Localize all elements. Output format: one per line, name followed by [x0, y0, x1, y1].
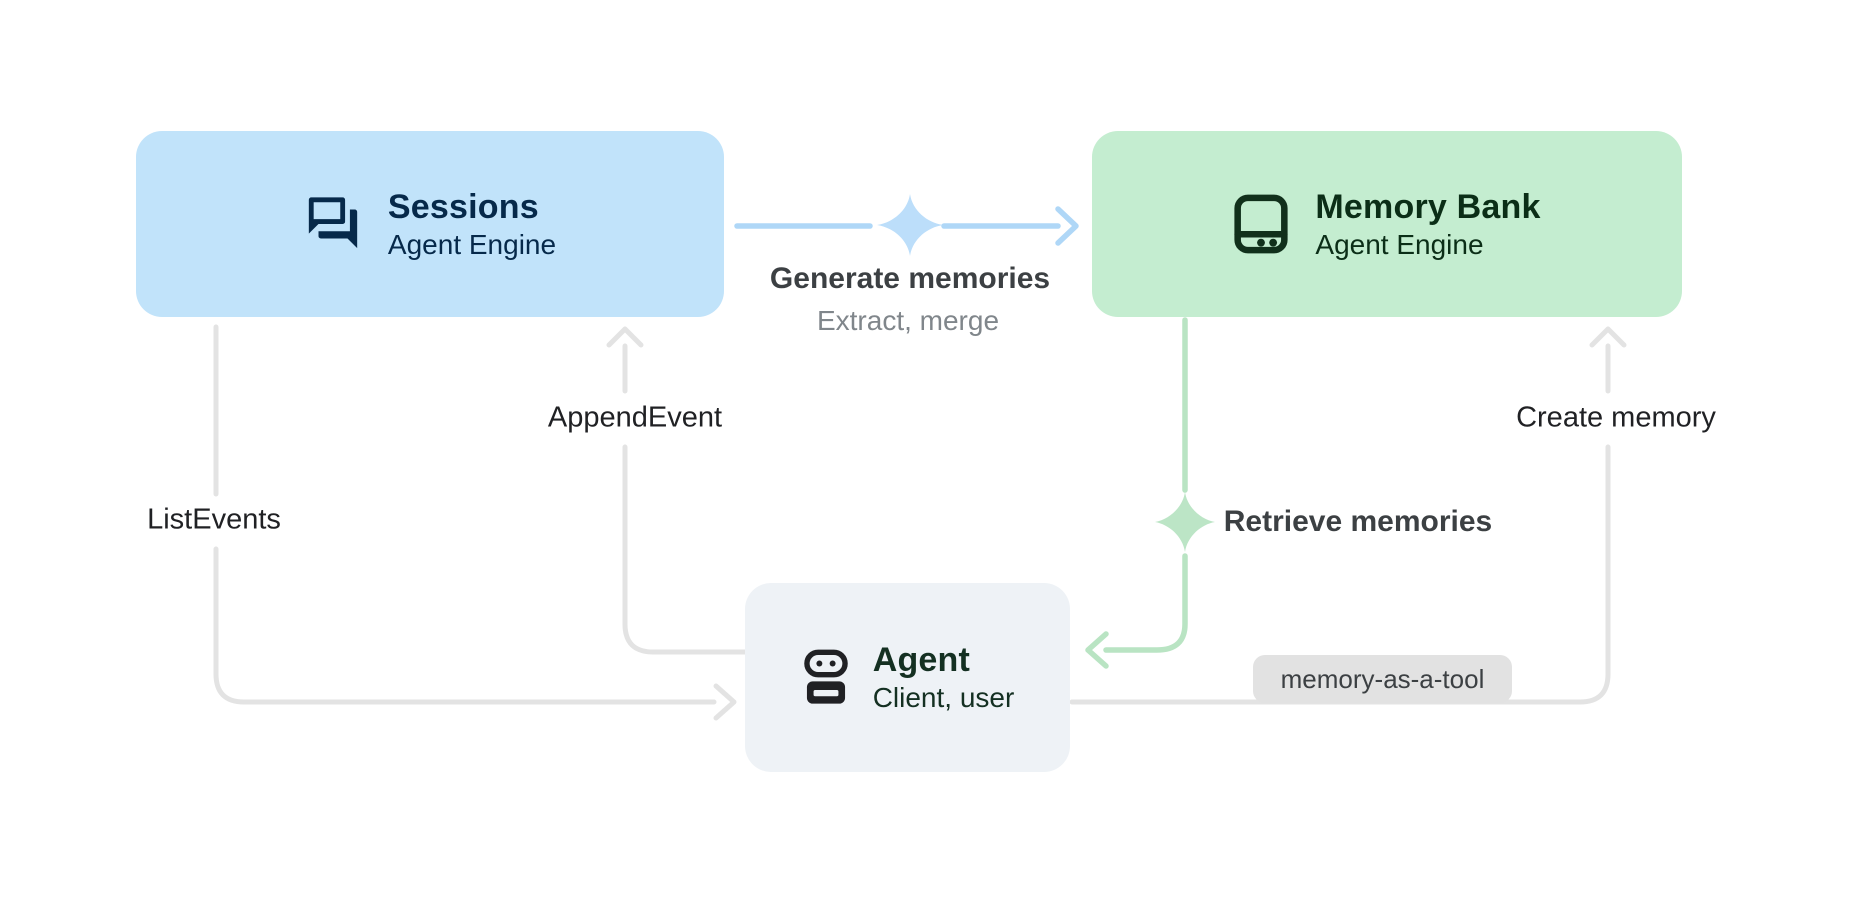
node-title: Memory Bank: [1315, 187, 1541, 226]
node-memory-bank: Memory Bank Agent Engine: [1092, 131, 1682, 317]
arrowhead-right-icon: [1055, 206, 1079, 246]
sparkle-green-icon: [1155, 492, 1215, 552]
arrowhead-left-icon: [1085, 631, 1109, 669]
edge-label-retrieve-memories: Retrieve memories: [1223, 505, 1493, 538]
edge-create-line-lower: [1069, 444, 1611, 705]
node-agent: Agent Client, user: [745, 583, 1070, 772]
node-subtitle: Agent Engine: [387, 228, 557, 260]
edge-retrieve-line-lower: [1103, 553, 1188, 653]
edge-label-generate-memories: Generate memories: [769, 262, 1051, 295]
edge-create-memory: [1069, 326, 1627, 705]
arrowhead-up-icon: [606, 326, 644, 348]
edge-label-append-event: AppendEvent: [547, 401, 723, 434]
robot-icon: [801, 649, 851, 707]
sparkle-blue-icon: [877, 194, 943, 256]
edge-append-event: [606, 326, 748, 655]
memory-storage-icon: [1233, 193, 1289, 255]
edge-generate-memories: [734, 206, 1079, 246]
forum-chat-icon: [304, 195, 362, 253]
arrowhead-right-icon: [713, 683, 737, 721]
arrowhead-up-icon: [1589, 326, 1627, 348]
edge-sublabel-extract-merge: Extract, merge: [816, 305, 1000, 336]
edge-label-create-memory: Create memory: [1516, 401, 1716, 434]
node-subtitle: Agent Engine: [1315, 228, 1484, 260]
edge-retrieve-memories: [1085, 317, 1188, 669]
edge-label-list-events: ListEvents: [147, 503, 281, 536]
tag-pill-label: memory-as-a-tool: [1280, 663, 1485, 694]
tag-pill-memory-as-a-tool: memory-as-a-tool: [1253, 655, 1512, 703]
node-sessions: Sessions Agent Engine: [136, 131, 724, 317]
edge-list-events: [213, 324, 737, 721]
edge-list-line-lower: [213, 546, 717, 705]
node-subtitle: Client, user: [872, 682, 1015, 714]
node-title: Sessions: [387, 187, 539, 226]
edge-append-line-lower: [622, 444, 748, 655]
node-title: Agent: [872, 641, 971, 680]
